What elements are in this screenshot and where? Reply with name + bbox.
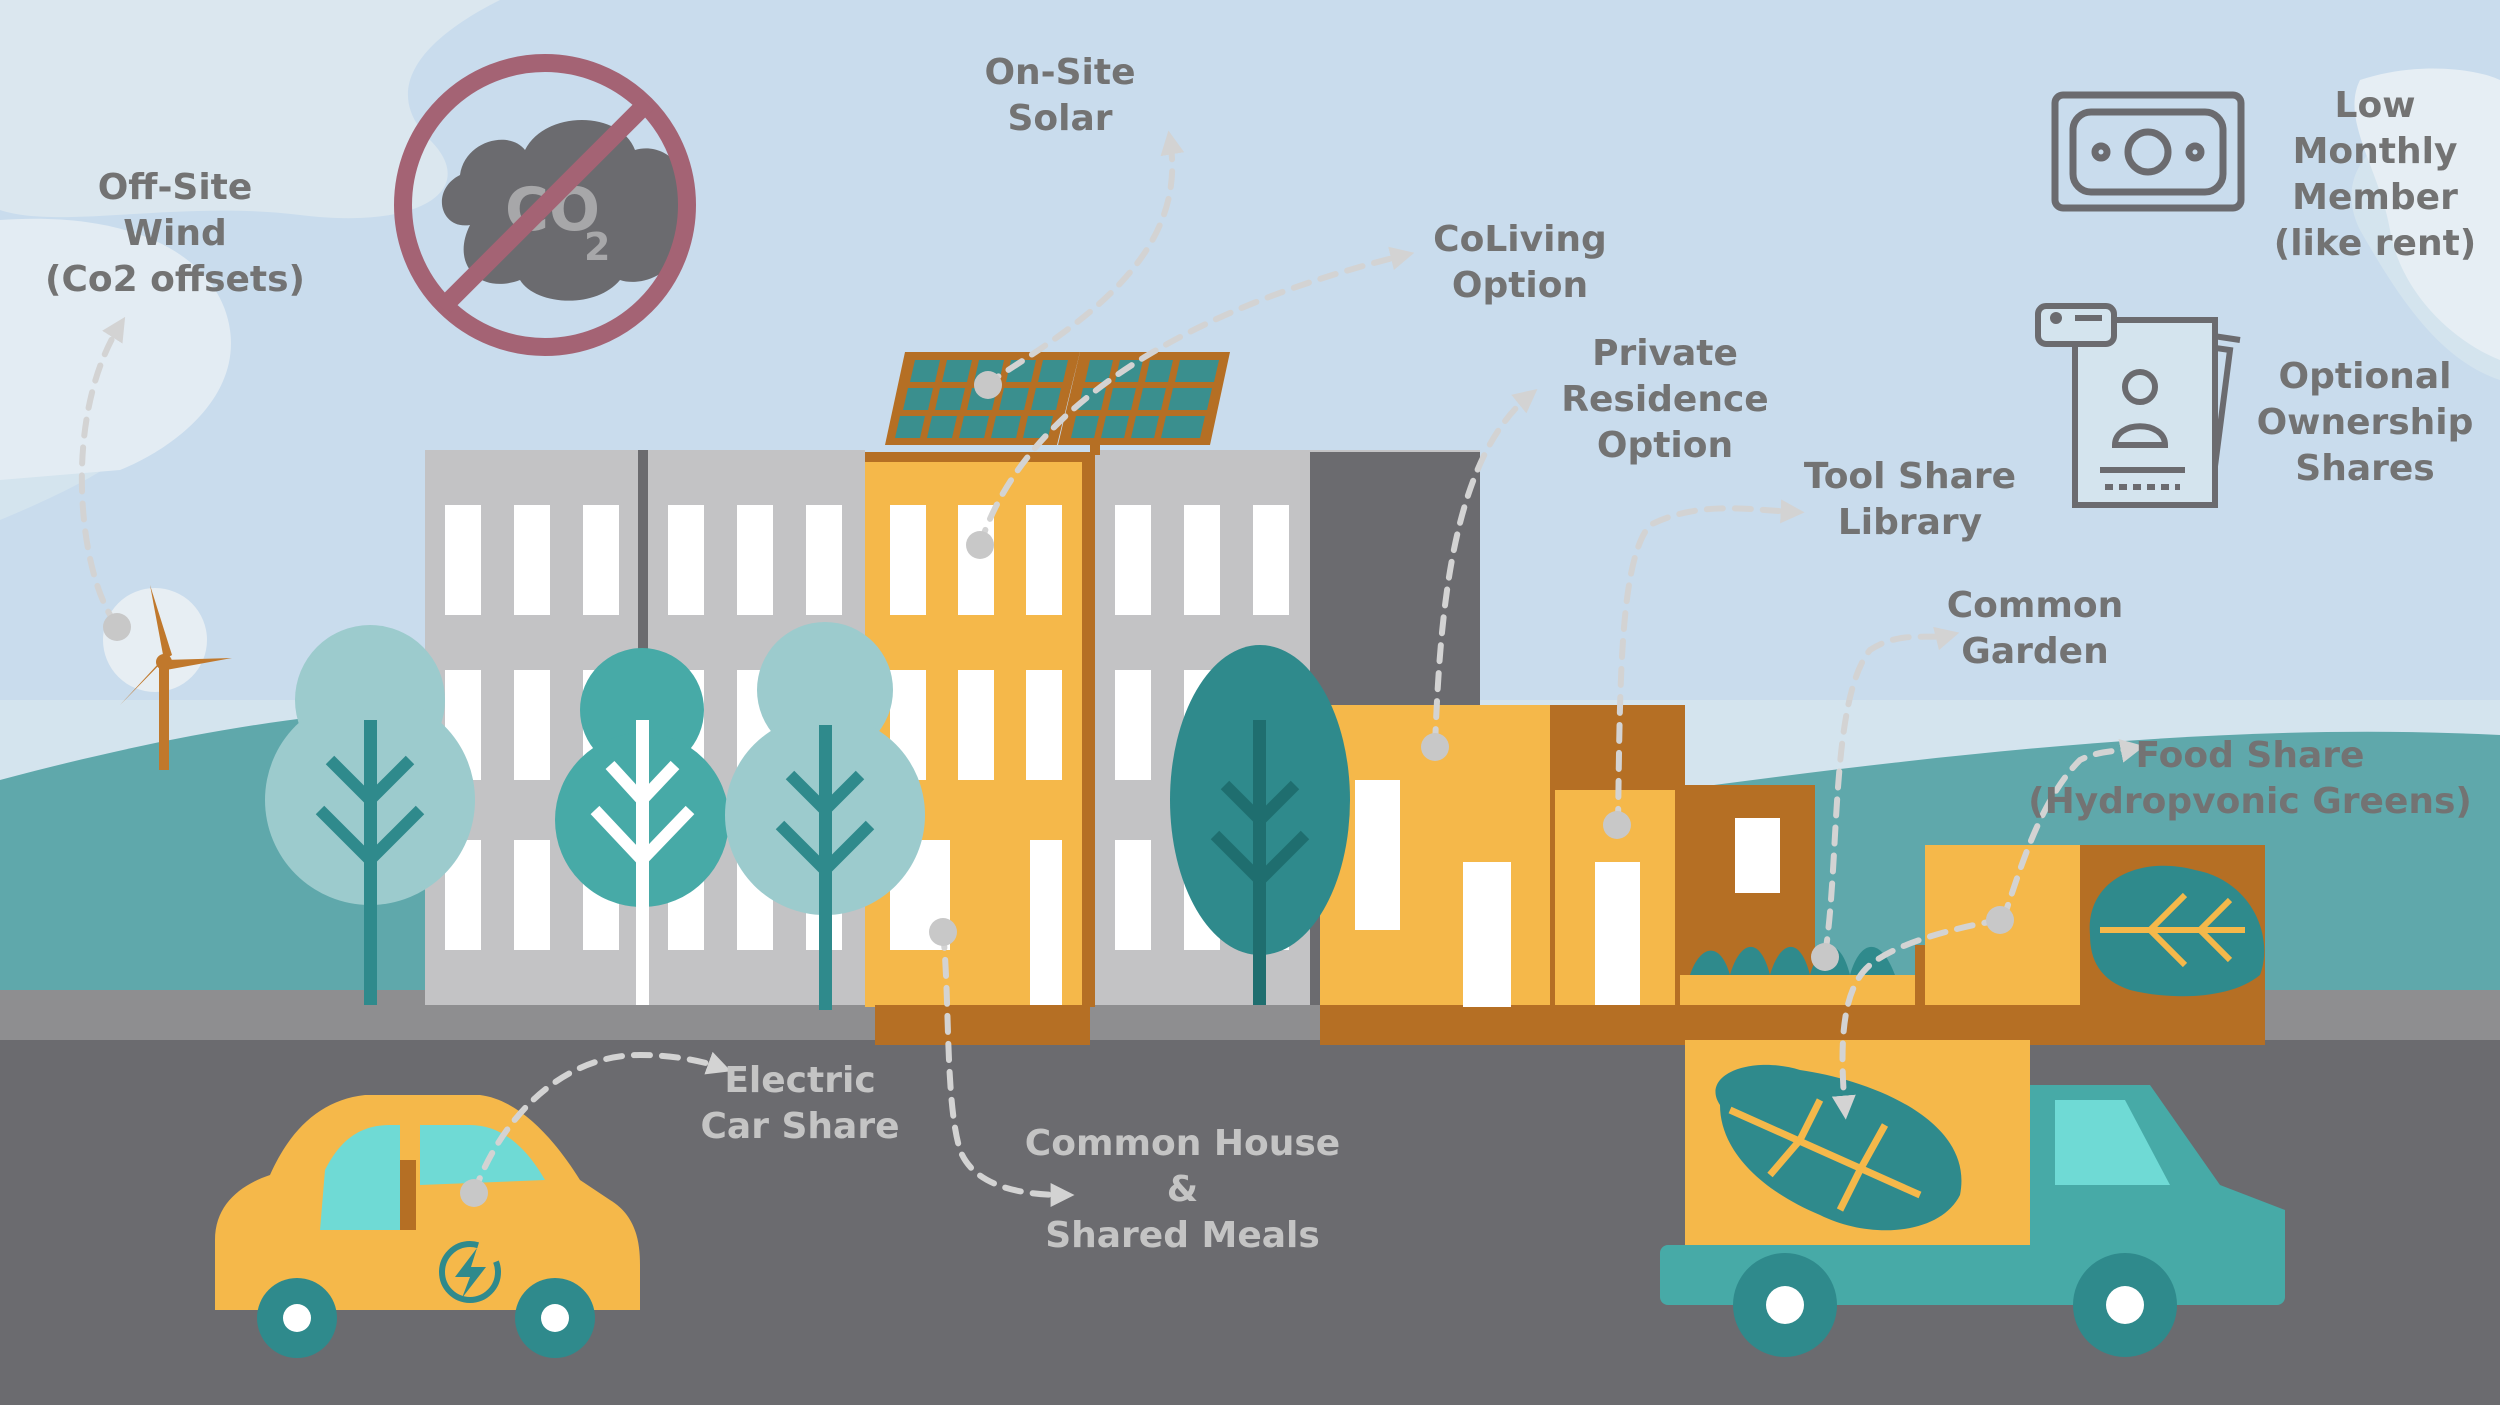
arrow-coliving [977, 246, 1415, 548]
arrow-solar [982, 130, 1185, 388]
no-co2-icon: CO 2 [394, 54, 696, 356]
arrow-common-house [940, 929, 1075, 1207]
food-share-truck [1660, 1040, 2285, 1357]
arrow-wind [78, 316, 126, 628]
label-electric-car-share: Electric Car Share [700, 1060, 900, 1147]
label-tool-share-library: Tool Share Library [1803, 456, 2017, 543]
solar-panels [885, 352, 1230, 455]
lettuce-icon [1715, 1064, 1962, 1231]
tree-dark-teal [1170, 645, 1350, 1005]
label-common-garden: Common Garden [1946, 585, 2124, 672]
arrow-truck [1831, 917, 2003, 1120]
arrow-tool-share [1615, 499, 1805, 828]
tree-light-2 [725, 622, 925, 1010]
arrow-food-share [2000, 739, 2145, 923]
arrow-garden [1822, 626, 1960, 958]
tree-teal [555, 648, 729, 1005]
arrow-private [1432, 388, 1538, 748]
tree-light-1 [265, 625, 475, 1005]
label-low-monthly-member: Low Monthly Member (like rent) [2273, 85, 2477, 264]
ownership-document-icon [2035, 303, 2241, 508]
label-optional-ownership-shares: Optional Ownership Shares [2256, 356, 2474, 489]
wind-turbine [103, 585, 232, 770]
money-bill-icon [2051, 91, 2245, 212]
label-on-site-solar: On-Site Solar [984, 52, 1136, 139]
lightning-bolt-icon [439, 1241, 501, 1303]
label-common-house-shared-meals: Common House & Shared Meals [1024, 1123, 1341, 1256]
label-coliving-option: CoLiving Option [1433, 219, 1607, 306]
arrow-car [471, 1051, 732, 1196]
label-private-residence-option: Private Residence Option [1561, 333, 1769, 466]
common-garden-bed [1680, 945, 1925, 1005]
co2-subscript: 2 [584, 225, 610, 269]
connector-arrows [78, 130, 2145, 1207]
food-share-building [1925, 845, 2265, 1005]
connector-dots [103, 371, 2014, 1207]
label-off-site-wind: Off-Site Wind (Co2 offsets) [44, 167, 305, 300]
electric-car [215, 1095, 640, 1358]
label-food-share: Food Share (Hydropvonic Greens) [2028, 735, 2472, 822]
